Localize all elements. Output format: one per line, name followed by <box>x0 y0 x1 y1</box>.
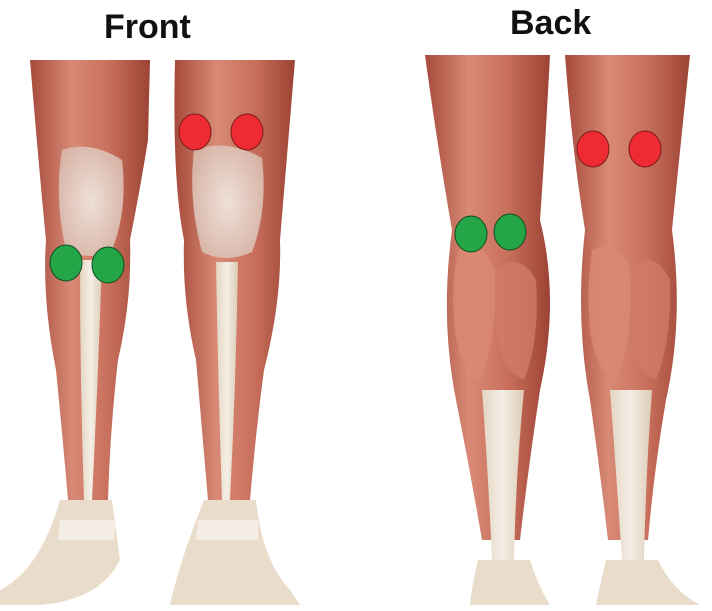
front-green-marker-left <box>50 245 82 281</box>
front-left-leg <box>0 60 150 605</box>
back-red-marker-left <box>577 131 609 167</box>
back-red-marker-right <box>629 131 661 167</box>
back-left-leg <box>425 55 550 605</box>
front-green-marker-right <box>92 247 124 283</box>
back-green-marker-right <box>494 214 526 250</box>
back-green-marker-left <box>455 216 487 252</box>
front-red-marker-left <box>179 114 211 150</box>
front-red-marker-right <box>231 114 263 150</box>
